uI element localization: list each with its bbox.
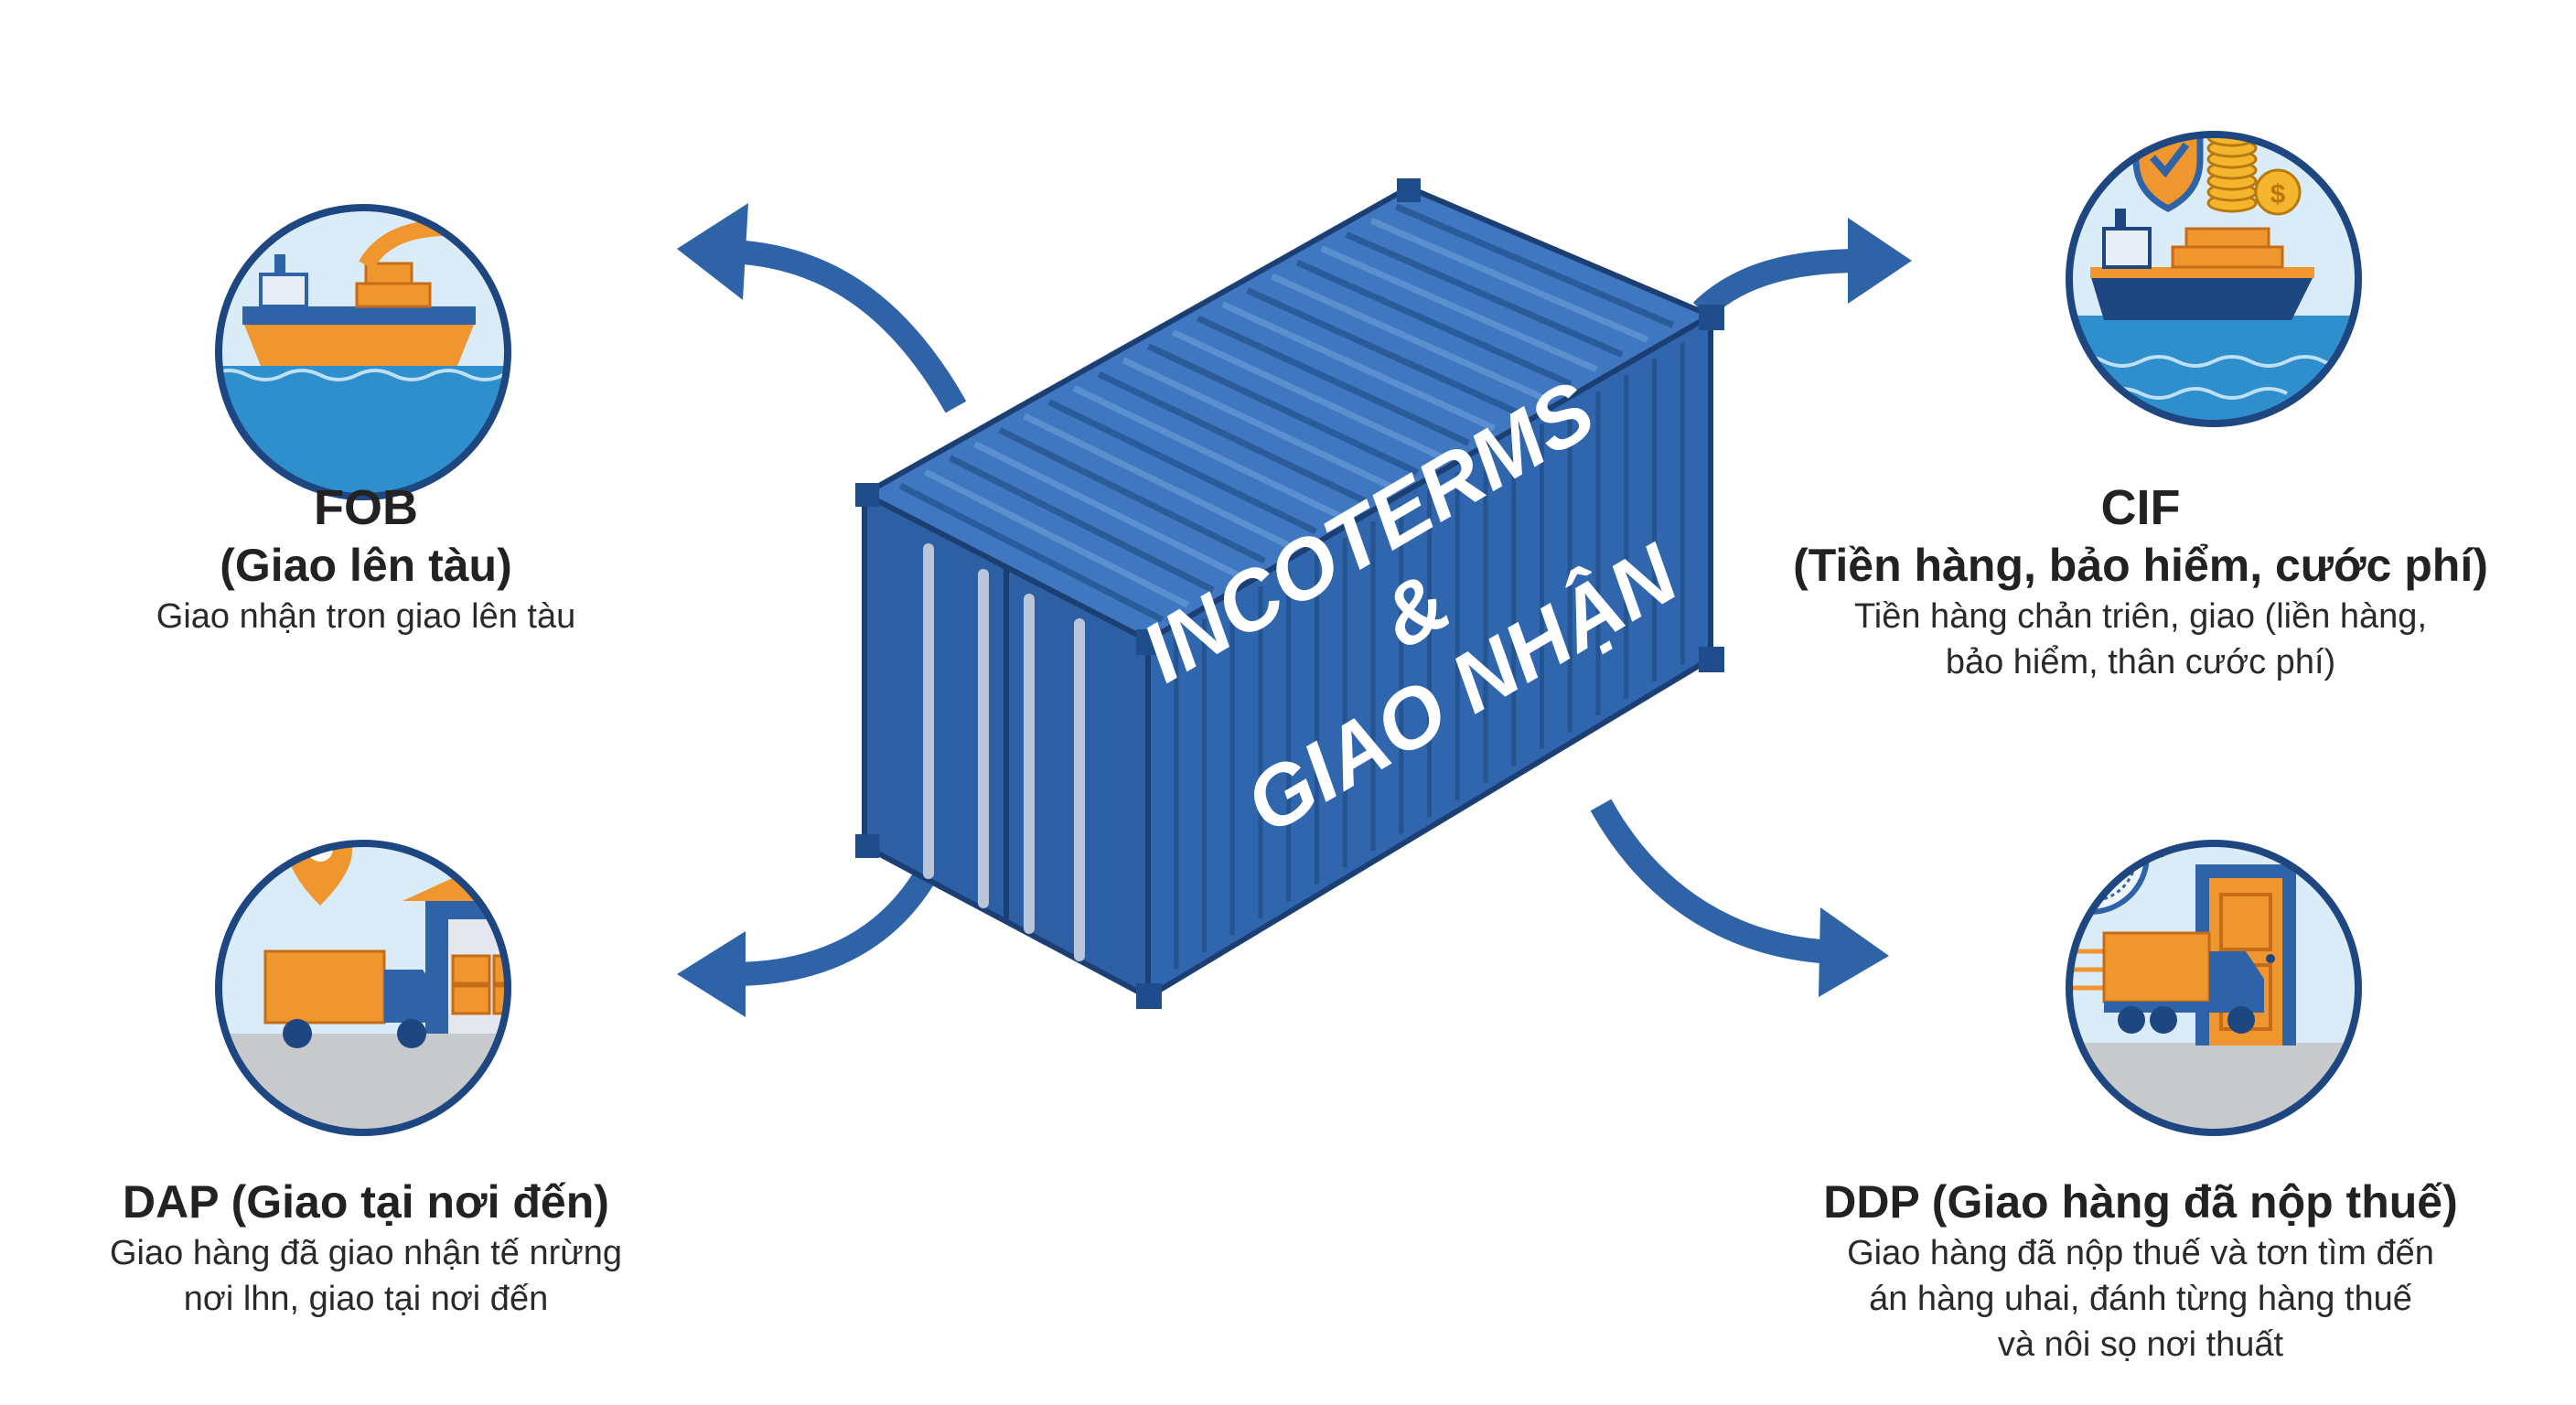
dap-desc-line: nơi lhn, giao tại nơi đến bbox=[183, 1280, 549, 1318]
ddp-description: Giao hàng đã nộp thuế và tơn tìm đến án … bbox=[1766, 1230, 2516, 1367]
cif-description: Tiền hàng chản triên, giao (liền hàng, b… bbox=[1766, 594, 2516, 685]
roof-rib bbox=[1196, 315, 1471, 446]
fob-desc-line: Giao nhận tron giao lên tàu bbox=[156, 597, 576, 636]
roof-rib bbox=[1369, 217, 1649, 343]
dap-title: DAP (Giao tại nơi đến) bbox=[123, 1176, 609, 1228]
roof-rib bbox=[1271, 273, 1547, 402]
roof-rib bbox=[1072, 385, 1343, 520]
roof-rib bbox=[1295, 259, 1572, 388]
arrow-to-cif bbox=[1692, 218, 1912, 320]
roof-rib bbox=[1320, 245, 1598, 373]
roof-rib bbox=[1023, 413, 1292, 550]
ddp-desc-line: và nôi sọ nơi thuất bbox=[1997, 1325, 2284, 1364]
fob-label: FOB (Giao lên tàu) Giao nhận tron giao l… bbox=[137, 478, 595, 639]
cif-desc-line: bảo hiểm, thân cước phí) bbox=[1945, 643, 2336, 681]
ddp-label: DDP (Giao hàng đã nộp thuế) Giao hàng đã… bbox=[1766, 1174, 2516, 1367]
fob-subtitle: (Giao lên tàu) bbox=[220, 540, 512, 591]
fob-code: FOB bbox=[314, 480, 418, 535]
roof-rib bbox=[1122, 357, 1394, 490]
dap-illustration bbox=[215, 840, 511, 1136]
cif-illustration: $ bbox=[2066, 131, 2362, 427]
roof-rib bbox=[1221, 301, 1496, 432]
roof-rib bbox=[949, 455, 1215, 594]
dap-label: DAP (Giao tại nơi đến) Giao hàng đã giao… bbox=[91, 1174, 640, 1322]
roof-rib bbox=[898, 483, 1165, 623]
shield-check-icon bbox=[2132, 134, 2204, 212]
ship-icon bbox=[242, 254, 476, 366]
ddp-title: DDP (Giao hàng đã nộp thuế) bbox=[1823, 1176, 2458, 1228]
roof-rib bbox=[973, 441, 1240, 579]
svg-text:$: $ bbox=[2270, 179, 2286, 209]
truck-icon bbox=[263, 949, 441, 1048]
ddp-desc-line: Giao hàng đã nộp thuế và tơn tìm đến bbox=[1847, 1234, 2434, 1272]
arrow-to-fob bbox=[677, 203, 967, 413]
ddp-illustration: TAX PAID bbox=[2066, 840, 2362, 1136]
roof-rib bbox=[1171, 329, 1445, 461]
container-roof-ribs bbox=[898, 203, 1675, 623]
roof-rib bbox=[1345, 231, 1624, 358]
fob-description: Giao nhận tron giao lên tàu bbox=[137, 594, 595, 639]
roof-rib bbox=[1097, 370, 1368, 505]
container-side-ribs bbox=[1174, 342, 1685, 970]
arrow-to-ddp bbox=[1590, 799, 1889, 997]
roof-rib bbox=[1394, 203, 1675, 328]
dap-desc-line: Giao hàng đã giao nhận tế nrừng bbox=[110, 1234, 622, 1272]
ship-icon bbox=[2090, 209, 2314, 320]
roof-rib bbox=[998, 426, 1266, 564]
roof-rib bbox=[1146, 343, 1420, 476]
cif-label: CIF (Tiền hàng, bảo hiểm, cước phí) Tiền… bbox=[1766, 478, 2516, 685]
cif-code: CIF bbox=[2100, 480, 2181, 535]
arrow-to-dap bbox=[677, 871, 935, 1017]
cif-desc-line: Tiền hàng chản triên, giao (liền hàng, bbox=[1853, 597, 2428, 636]
dap-description: Giao hàng đã giao nhận tế nrừng nơi lhn,… bbox=[91, 1230, 640, 1322]
roof-rib bbox=[1246, 287, 1521, 417]
door-lock-bars bbox=[923, 543, 1085, 961]
roof-rib bbox=[923, 468, 1190, 608]
roof-rib bbox=[1047, 399, 1317, 535]
fob-illustration bbox=[215, 204, 511, 500]
coins-icon: $ bbox=[2206, 134, 2302, 216]
cif-subtitle: (Tiền hàng, bảo hiểm, cước phí) bbox=[1793, 540, 2488, 591]
ddp-desc-line: án hàng uhai, đánh từng hàng thuế bbox=[1869, 1280, 2412, 1318]
truck-icon bbox=[2069, 931, 2264, 1034]
shipping-container: INCOTERMS & GIAO NHẬN bbox=[855, 178, 1724, 1009]
